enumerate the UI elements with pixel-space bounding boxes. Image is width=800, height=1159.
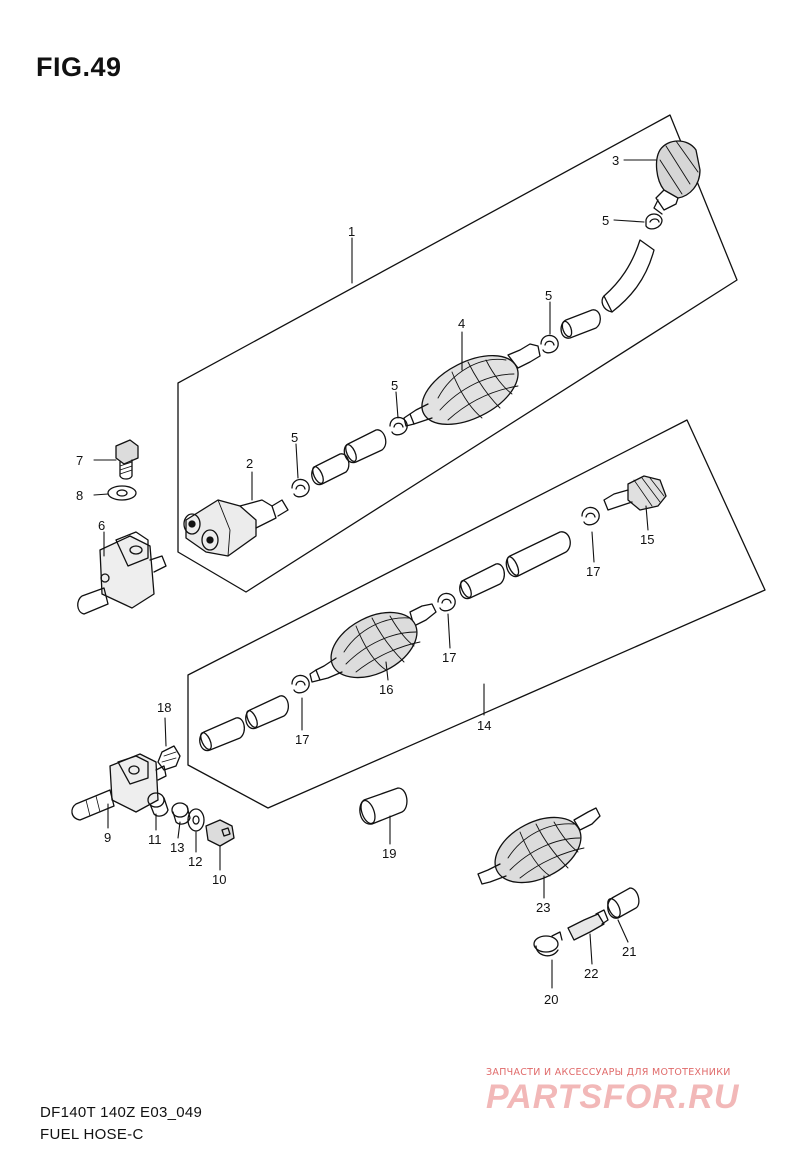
hose-lower-upper <box>311 453 350 486</box>
callout-5d: 5 <box>291 430 298 445</box>
hose-left-a <box>245 695 290 730</box>
callout-22: 22 <box>584 966 598 981</box>
washer-part-12 <box>187 808 205 832</box>
bolt-part-10 <box>205 819 235 847</box>
hose-short-upper <box>560 309 602 339</box>
clip-part-5a <box>645 213 663 230</box>
primer-bulb-part-16 <box>309 603 437 683</box>
hose-part-21 <box>607 887 640 919</box>
clip-part-18 <box>157 745 181 771</box>
callout-12: 12 <box>188 854 202 869</box>
primer-bulb-part-23 <box>477 807 601 885</box>
callout-8: 8 <box>76 488 83 503</box>
hose-mid-upper <box>343 429 387 464</box>
callout-7: 7 <box>76 453 83 468</box>
callout-3: 3 <box>612 153 619 168</box>
callout-17a: 17 <box>586 564 600 579</box>
tee-fitting-part-6 <box>77 531 167 615</box>
clip-part-17b <box>437 592 456 612</box>
callout-11: 11 <box>148 832 162 847</box>
callout-14: 14 <box>477 718 491 733</box>
watermark-tagline: ЗАПЧАСТИ И АКСЕССУАРЫ ДЛЯ МОТОТЕХНИКИ <box>486 1067 731 1078</box>
engine-connector-part-2 <box>183 499 289 557</box>
hose-long-lower <box>505 531 571 578</box>
callout-21: 21 <box>622 944 636 959</box>
sleeve-part-13 <box>171 802 191 825</box>
callout-20: 20 <box>544 992 558 1007</box>
primer-bulb-part-4 <box>403 343 541 427</box>
callout-2: 2 <box>246 456 253 471</box>
watermark-logo: PARTSFOR.RU <box>486 1078 740 1116</box>
connector-part-15 <box>603 475 667 511</box>
hose-part-19 <box>359 787 408 825</box>
figure-title: FIG.49 <box>36 52 122 82</box>
callout-9: 9 <box>104 830 111 845</box>
collar-part-11 <box>147 792 169 817</box>
callout-15: 15 <box>640 532 654 547</box>
callout-10: 10 <box>212 872 226 887</box>
callout-17b: 17 <box>442 650 456 665</box>
clip-part-5b <box>540 334 559 354</box>
callout-1: 1 <box>348 224 355 239</box>
callout-5c: 5 <box>391 378 398 393</box>
callout-19: 19 <box>382 846 396 861</box>
figure-name: FUEL HOSE-C <box>40 1126 144 1143</box>
connector-part-22 <box>567 909 609 941</box>
bolt-part-7 <box>115 439 139 480</box>
clip-part-5c <box>389 416 408 436</box>
hose-mid-lower <box>459 563 506 600</box>
leader-lines <box>93 159 657 989</box>
clip-part-17c <box>291 674 310 694</box>
callout-5a: 5 <box>602 213 609 228</box>
hose-left-b <box>199 717 246 752</box>
hose-curve-upper <box>603 239 655 313</box>
assembly-1-frame <box>177 114 738 593</box>
callout-numbers: 1 2 3 4 5 5 5 5 6 7 8 9 10 11 12 13 14 1… <box>76 153 654 1007</box>
clip-part-17a <box>581 506 600 526</box>
clamp-part-20 <box>533 931 563 957</box>
washer-part-8 <box>107 485 137 501</box>
connector-part-3 <box>653 140 701 215</box>
figure-code: DF140T 140Z E03_049 <box>40 1104 203 1121</box>
callout-13: 13 <box>170 840 184 855</box>
callout-4: 4 <box>458 316 465 331</box>
callout-18: 18 <box>157 700 171 715</box>
callout-16: 16 <box>379 682 393 697</box>
clip-part-5d <box>291 478 310 498</box>
callout-6: 6 <box>98 518 105 533</box>
callout-17c: 17 <box>295 732 309 747</box>
callout-23: 23 <box>536 900 550 915</box>
assembly-14-frame <box>187 419 766 809</box>
callout-5b: 5 <box>545 288 552 303</box>
